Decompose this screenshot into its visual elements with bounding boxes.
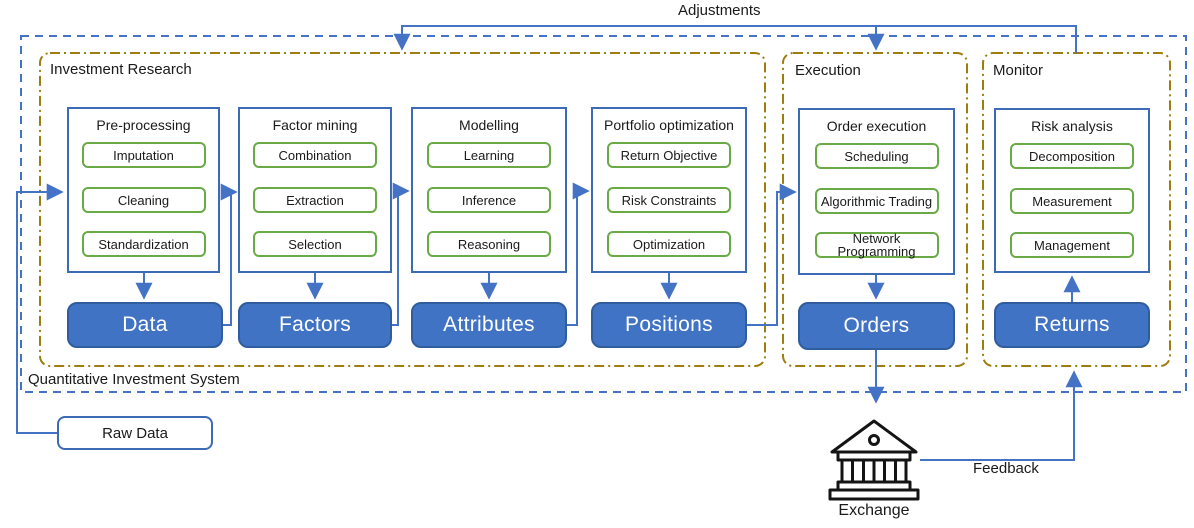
module-item: Return Objective bbox=[607, 142, 731, 168]
module-item: Reasoning bbox=[427, 231, 551, 257]
module-title: Portfolio optimization bbox=[604, 117, 734, 133]
raw-data-connector bbox=[16, 183, 64, 434]
module-item: Cleaning bbox=[81, 187, 206, 213]
module-title: Modelling bbox=[459, 117, 519, 133]
module-title: Order execution bbox=[826, 118, 927, 134]
module-item: Risk Constraints bbox=[607, 187, 731, 213]
data-to-factormining-connector bbox=[220, 183, 238, 326]
module-item: Selection bbox=[253, 231, 377, 257]
monitor-label: Monitor bbox=[993, 62, 1044, 79]
module-order-execution: Order execution Scheduling Algorithmic T… bbox=[798, 108, 955, 275]
bank-icon bbox=[828, 419, 920, 501]
feedback-connector bbox=[920, 370, 1083, 461]
feedback-label: Feedback bbox=[973, 460, 1039, 477]
system-label: Quantitative Investment System bbox=[28, 371, 240, 388]
adjustments-label: Adjustments bbox=[678, 2, 761, 19]
module-item: Scheduling bbox=[814, 143, 939, 169]
positions-to-orderexecution-connector bbox=[747, 183, 797, 326]
module-item: Learning bbox=[427, 142, 551, 168]
module-factor-mining: Factor mining Combination Extraction Sel… bbox=[238, 107, 392, 273]
investment-research-label: Investment Research bbox=[50, 61, 192, 78]
attributes-to-portfolio-connector bbox=[567, 182, 590, 326]
attributes-node: Attributes bbox=[411, 302, 567, 348]
module-item: Network Programming bbox=[814, 232, 939, 258]
module-modelling: Modelling Learning Inference Reasoning bbox=[411, 107, 567, 273]
module-item: Optimization bbox=[607, 231, 731, 257]
module-pre-processing: Pre-processing Imputation Cleaning Stand… bbox=[67, 107, 220, 273]
module-item: Standardization bbox=[81, 231, 206, 257]
module-portfolio-optimization: Portfolio optimization Return Objective … bbox=[591, 107, 747, 273]
orders-node: Orders bbox=[798, 302, 955, 350]
factors-node: Factors bbox=[238, 302, 392, 348]
factors-to-modelling-connector bbox=[392, 182, 410, 326]
adjustments-connector bbox=[393, 25, 1077, 53]
module-item: Inference bbox=[427, 187, 551, 213]
positions-node: Positions bbox=[591, 302, 747, 348]
module-item: Imputation bbox=[81, 142, 206, 168]
returns-node: Returns bbox=[994, 302, 1150, 348]
module-item: Decomposition bbox=[1010, 143, 1134, 169]
module-risk-analysis: Risk analysis Decomposition Measurement … bbox=[994, 108, 1150, 273]
module-item: Extraction bbox=[253, 187, 377, 213]
data-node: Data bbox=[67, 302, 223, 348]
module-title: Factor mining bbox=[272, 117, 358, 133]
module-title: Pre-processing bbox=[96, 117, 191, 133]
execution-label: Execution bbox=[795, 62, 861, 79]
raw-data-node: Raw Data bbox=[57, 416, 213, 450]
module-item: Measurement bbox=[1010, 188, 1134, 214]
module-item: Algorithmic Trading bbox=[814, 188, 939, 214]
module-item: Combination bbox=[253, 142, 377, 168]
exchange-label: Exchange bbox=[838, 502, 910, 519]
module-item: Management bbox=[1010, 232, 1134, 258]
module-title: Risk analysis bbox=[1031, 118, 1113, 134]
